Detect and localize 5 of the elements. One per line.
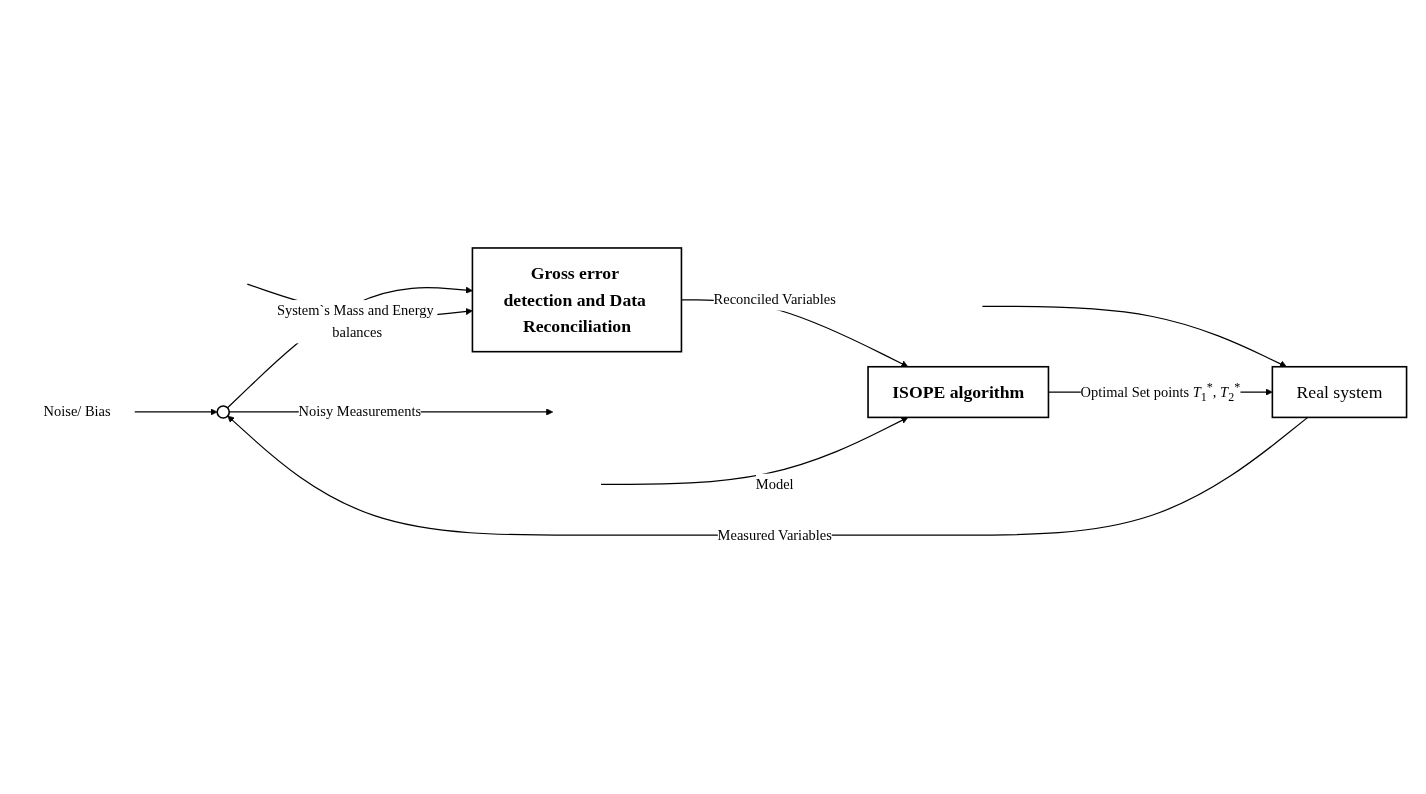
edge-label: System`s Mass and Energy balances [276,300,438,344]
process-box: Gross error detection and Data Reconciliation [471,247,683,353]
process-box: ISOPE algorithm [867,365,1050,419]
process-box: Real system [1271,365,1408,419]
input-label: Noise/ Bias [43,403,111,420]
